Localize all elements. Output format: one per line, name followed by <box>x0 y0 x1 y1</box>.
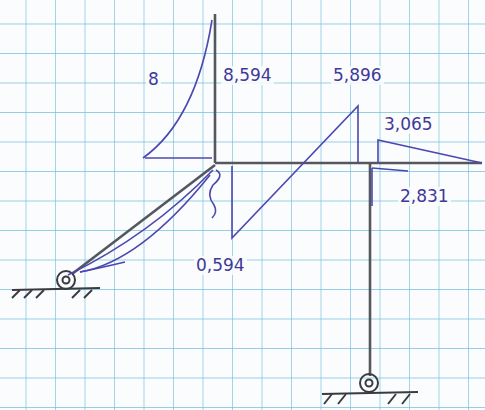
moment-value: 0,594 <box>194 256 247 275</box>
moment-value: 8,594 <box>221 66 274 85</box>
moment-value: 3,065 <box>382 115 435 134</box>
moment-value: 5,896 <box>331 66 384 85</box>
moment-diagram <box>68 20 482 275</box>
pin-support <box>12 271 418 404</box>
moment-value: 8 <box>146 70 161 89</box>
moment-value: 2,831 <box>398 187 451 206</box>
frame-members <box>72 14 482 376</box>
